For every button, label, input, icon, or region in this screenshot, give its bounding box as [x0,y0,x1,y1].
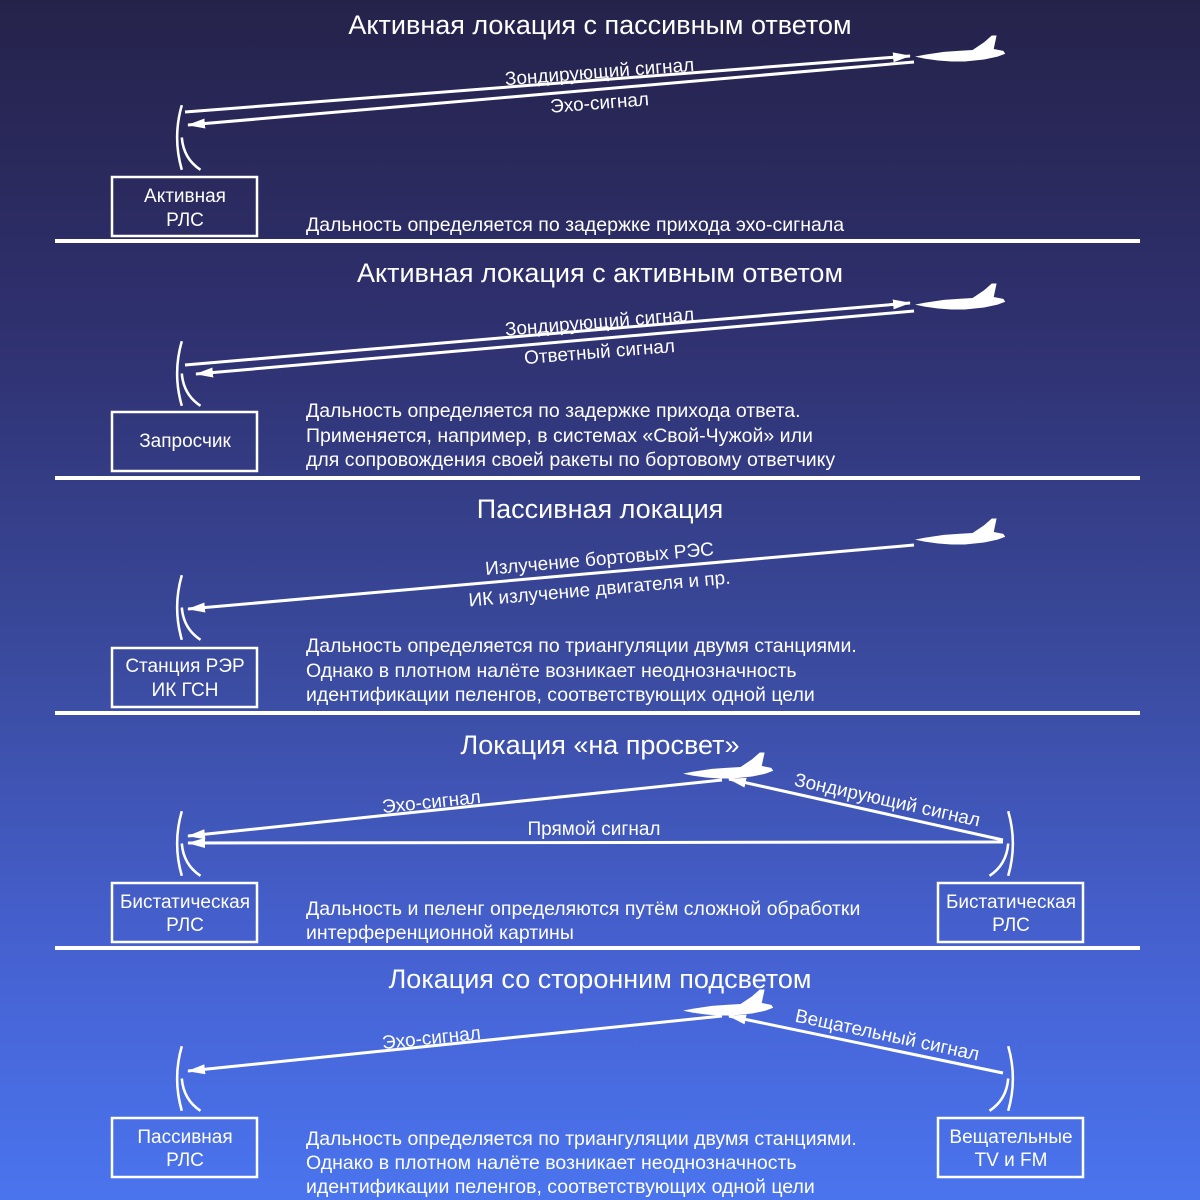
section-title: Локация со сторонним подсветом [389,964,812,994]
emission-arrow [187,543,915,613]
note-line-3: идентификации пеленгов, соответствующих … [306,684,815,706]
station-box-right [936,1116,1085,1179]
section-title: Активная локация с пассивным ответом [348,10,851,40]
station-box-left [110,1116,259,1179]
note-line-2: Однако в плотном налёте возникает неодно… [306,660,797,682]
note-line-3: идентификации пеленгов, соответствующих … [306,1176,815,1198]
probe-signal-arrow [728,777,1004,842]
note-line-1: Дальность и пеленг определяются путём сл… [306,898,860,920]
antenna-icon-right [988,1044,1015,1113]
direct-signal-label: Прямой сигнал [527,819,660,840]
station-right-line-1: Вещательные [949,1127,1072,1148]
station-left-line-1: Пассивная [137,1127,232,1148]
note-line-2: Применяется, например, в системах «Свой-… [306,425,813,447]
station-box-right [936,881,1085,944]
aircraft-icon [915,35,1006,62]
reply-signal-arrow [195,309,915,378]
station-right-line-2: РЛС [992,915,1030,936]
echo-signal-label: Эхо-сигнал [381,1023,482,1054]
note-line-3: для сопровождения своей ракеты по бортов… [306,449,835,471]
antenna-icon [175,103,202,172]
echo-signal-arrow [187,1014,723,1075]
probe-signal-arrow [184,52,911,114]
station-label-line-2: РЛС [166,210,204,231]
station-box [110,646,259,709]
note-line-1: Дальность определяется по задержке прихо… [306,214,844,236]
station-left-line-2: РЛС [166,915,204,936]
station-box-left [110,881,259,944]
aircraft-icon [915,283,1006,310]
station-label-line-1: Станция РЭР [125,656,244,677]
note-line-1: Дальность определяется по триангуляции д… [306,635,857,657]
section-title: Пассивная локация [477,494,724,524]
antenna-icon-left [175,1044,202,1113]
section-passive: Пассивная локация Излучение бортовых РЭС… [55,494,1140,715]
note-line-2: Однако в плотном налёте возникает неодно… [306,1152,797,1174]
station-label: Запросчик [139,431,231,452]
station-left-line-2: РЛС [166,1150,204,1171]
note-line-2: интерференционной картины [306,922,574,944]
note-line-1: Дальность определяется по триангуляции д… [306,1128,857,1150]
echo-signal-arrow [187,778,723,840]
station-box [110,175,259,238]
probe-signal-label: Зондирующий сигнал [504,304,695,340]
echo-signal-arrow [187,60,915,129]
note-line-1: Дальность определяется по задержке прихо… [306,400,801,422]
station-label-line-2: ИК ГСН [152,680,219,701]
station-box [110,410,259,473]
section-title: Локация «на просвет» [461,730,740,760]
station-right-line-1: Бистатическая [946,892,1076,913]
section-bistatic: Локация «на просвет» Эхо-сигнал Зондирую… [55,730,1140,950]
broadcast-signal-arrow [728,1014,1004,1075]
section-active-active: Активная локация с активным ответом Зонд… [55,258,1140,480]
section-active-passive: Активная локация с пассивным ответом Зон… [55,10,1140,243]
station-right-line-2: TV и FM [975,1150,1048,1171]
aircraft-icon [915,518,1006,545]
section-third-party-illumination: Локация со сторонним подсветом Эхо-сигна… [110,964,1085,1198]
probe-signal-arrow [184,299,911,367]
direct-signal-arrow [187,837,1004,848]
reply-signal-label: Ответный сигнал [523,336,675,369]
section-title: Активная локация с активным ответом [357,258,843,288]
station-left-line-1: Бистатическая [120,892,250,913]
echo-signal-label: Эхо-сигнал [381,787,482,818]
station-label-line-1: Активная [144,186,226,207]
